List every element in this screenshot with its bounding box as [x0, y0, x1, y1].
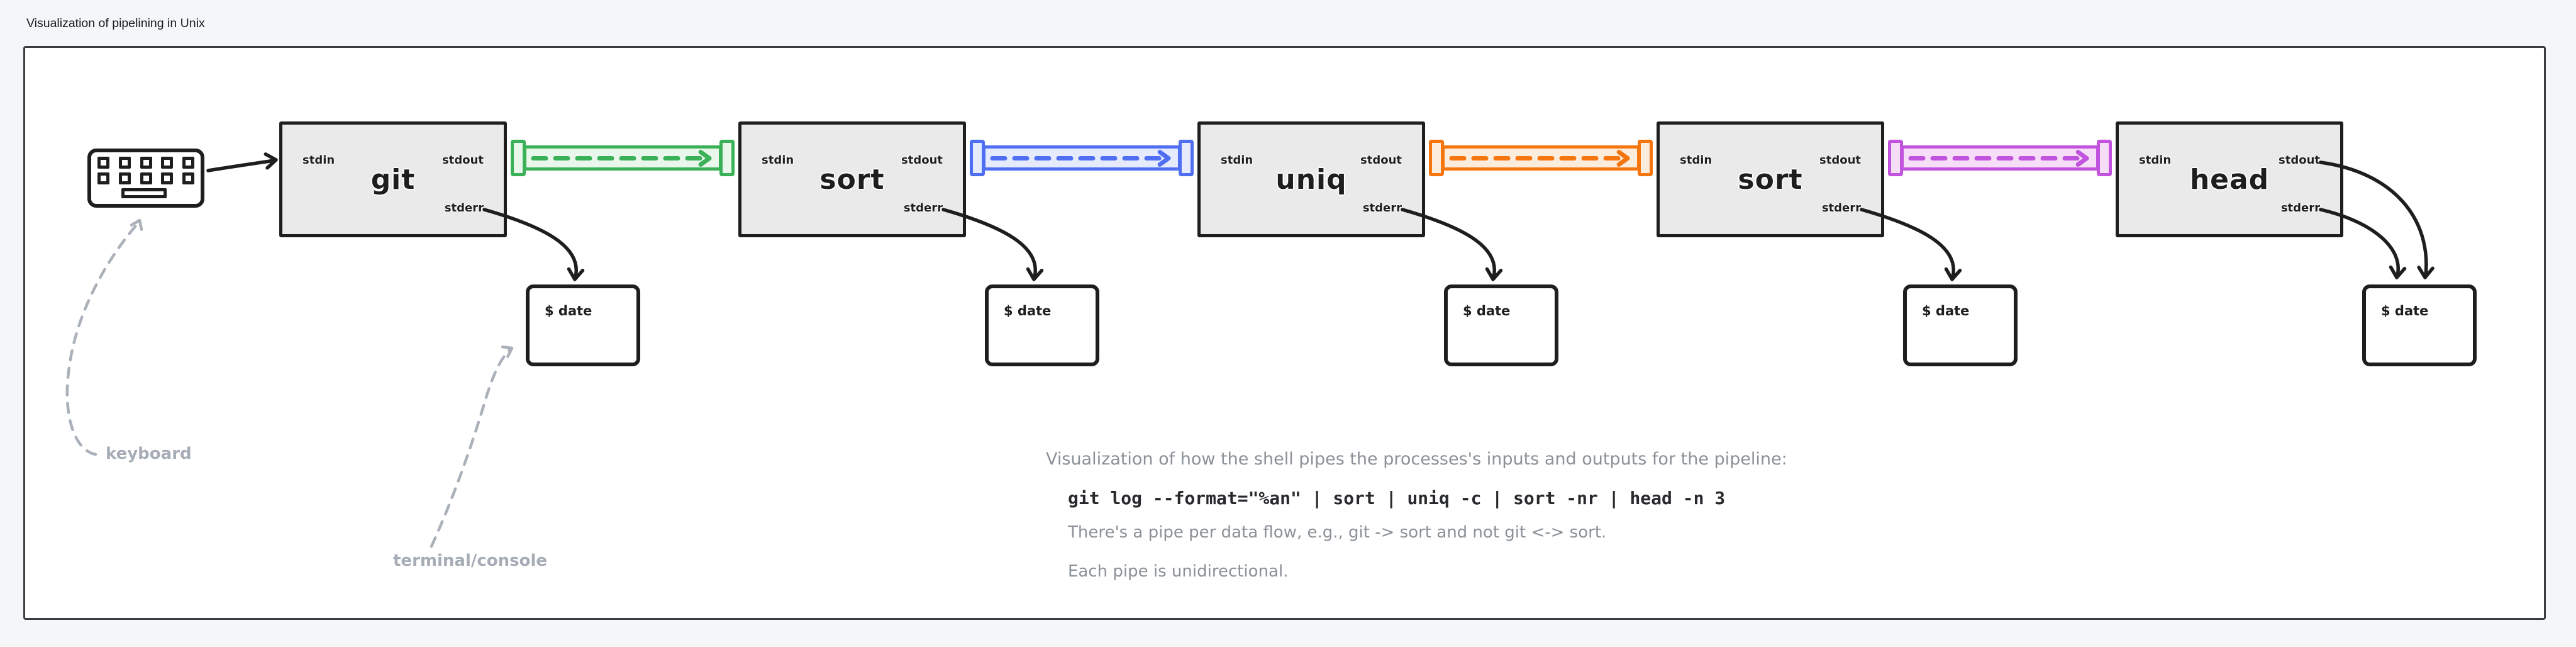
terminal-box: $ date: [1903, 284, 2018, 366]
keyboard-key-row: [97, 157, 194, 169]
port-stdout-label: stdout: [2279, 154, 2320, 167]
terminal-command: $ date: [1004, 303, 1052, 318]
process-box-git: stdin stdout git stderr: [279, 121, 507, 237]
port-stdout-label: stdout: [1819, 154, 1861, 167]
port-stdin-label: stdin: [762, 154, 794, 167]
port-stdin-label: stdin: [1221, 154, 1253, 167]
pipe-sort-head-body: [1901, 145, 2099, 171]
terminal-command: $ date: [1463, 303, 1511, 318]
process-name: git: [370, 164, 416, 196]
port-stderr-label: stderr: [2280, 201, 2320, 215]
port-stdin-label: stdin: [2139, 154, 2172, 167]
terminal-command: $ date: [1922, 303, 1970, 318]
keyboard-key: [161, 172, 174, 184]
port-stdout-label: stdout: [901, 154, 943, 167]
annotation-keyboard-label: keyboard: [106, 444, 192, 463]
pipe-sort-uniq-flange-left: [970, 140, 985, 176]
process-box-sort: stdin stdout sort stderr: [738, 121, 966, 237]
pipe-sort-uniq-flange-right: [1179, 140, 1194, 176]
annotation-terminal-label: terminal/console: [393, 551, 548, 570]
process-box-uniq: stdin stdout uniq stderr: [1197, 121, 1425, 237]
keyboard-key: [182, 157, 194, 169]
keyboard-key: [140, 157, 152, 169]
keyboard-key-row: [97, 172, 194, 184]
process-box-sort: stdin stdout sort stderr: [1657, 121, 1884, 237]
note-pipe-per-flow: There's a pipe per data flow, e.g., git …: [1068, 523, 1607, 542]
pipe-uniq-sort-body: [1441, 145, 1640, 171]
keyboard-key: [97, 157, 109, 169]
terminal-box: $ date: [526, 284, 640, 366]
port-stdout-label: stdout: [1360, 154, 1402, 167]
keyboard-key: [97, 172, 109, 184]
port-stdin-label: stdin: [303, 154, 335, 167]
process-name: sort: [1738, 164, 1803, 196]
port-stdout-label: stdout: [442, 154, 484, 167]
pipe-sort-head-flange-right: [2097, 140, 2112, 176]
pipe-uniq-sort-flange-right: [1638, 140, 1653, 176]
port-stderr-label: stderr: [1362, 201, 1402, 215]
terminal-box: $ date: [2362, 284, 2477, 366]
keyboard-icon: [87, 149, 204, 208]
terminal-command: $ date: [2381, 303, 2429, 318]
process-name: sort: [819, 164, 885, 196]
page-title: Visualization of pipelining in Unix: [26, 16, 205, 30]
port-stderr-label: stderr: [444, 201, 484, 215]
port-stdin-label: stdin: [1680, 154, 1713, 167]
terminal-box: $ date: [985, 284, 1099, 366]
keyboard-key: [182, 172, 194, 184]
keyboard-key: [161, 157, 174, 169]
pipe-git-sort-flange-right: [719, 140, 735, 176]
keyboard-key: [118, 157, 131, 169]
keyboard-key: [118, 172, 131, 184]
port-stderr-label: stderr: [903, 201, 943, 215]
port-stderr-label: stderr: [1821, 201, 1861, 215]
pipeline-command: git log --format="%an" | sort | uniq -c …: [1068, 488, 1726, 509]
pipe-git-sort-flange-left: [511, 140, 526, 176]
note-unidirectional: Each pipe is unidirectional.: [1068, 562, 1289, 581]
keyboard-spacebar: [121, 188, 167, 198]
pipe-git-sort-body: [523, 145, 722, 171]
pipe-uniq-sort-flange-left: [1429, 140, 1444, 176]
terminal-box: $ date: [1444, 284, 1558, 366]
pipe-sort-uniq-body: [982, 145, 1181, 171]
keyboard-key: [140, 172, 152, 184]
terminal-command: $ date: [545, 303, 592, 318]
notes-intro: Visualization of how the shell pipes the…: [1046, 449, 1787, 469]
pipe-sort-head-flange-left: [1888, 140, 1903, 176]
process-name: uniq: [1275, 164, 1347, 196]
process-name: head: [2189, 164, 2270, 196]
process-box-head: stdin stdout head stderr: [2116, 121, 2343, 237]
